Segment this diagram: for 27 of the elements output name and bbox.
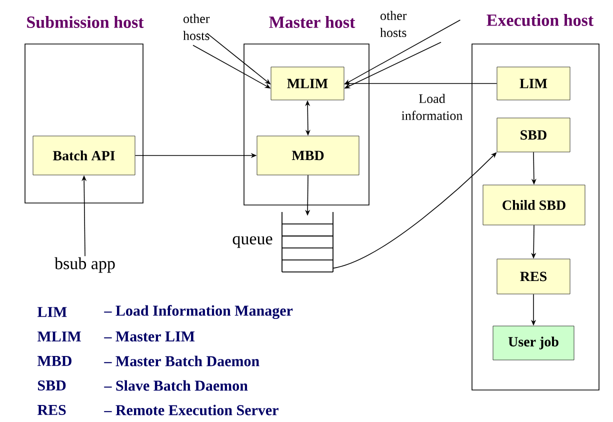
abbreviation: MLIM — [37, 332, 81, 342]
host-heading: Submission host — [27, 16, 144, 28]
process-box: RES — [496, 258, 570, 294]
definition: – Master LIM — [104, 332, 195, 342]
definition: – Remote Execution Server — [104, 404, 278, 416]
process-box: Batch API — [32, 136, 136, 176]
queue-drawing — [282, 212, 334, 272]
abbreviation: LIM — [37, 307, 67, 317]
host-label: other hosts — [380, 10, 407, 38]
queue-label: queue — [232, 236, 272, 248]
process-box: SBD — [496, 118, 570, 152]
abbreviation: MBD — [37, 356, 72, 366]
abbreviation: RES — [37, 404, 66, 416]
definition: – Load Information Manager — [104, 305, 293, 319]
host-heading: Execution host — [486, 14, 594, 26]
host-heading: Master host — [269, 16, 356, 28]
process-box: MLIM — [270, 66, 344, 100]
process-box: MBD — [256, 136, 360, 176]
process-box: User job — [492, 326, 574, 360]
host-label: other hosts — [183, 14, 210, 40]
abbreviation: SBD — [38, 380, 66, 391]
edge-label: Load information — [394, 92, 470, 122]
host-label: bsub app — [54, 257, 115, 273]
definition: – Master Batch Daemon — [104, 356, 260, 366]
process-box: Child SBD — [482, 184, 586, 226]
process-box: LIM — [496, 66, 570, 100]
definition: – Slave Batch Daemon — [104, 380, 248, 391]
